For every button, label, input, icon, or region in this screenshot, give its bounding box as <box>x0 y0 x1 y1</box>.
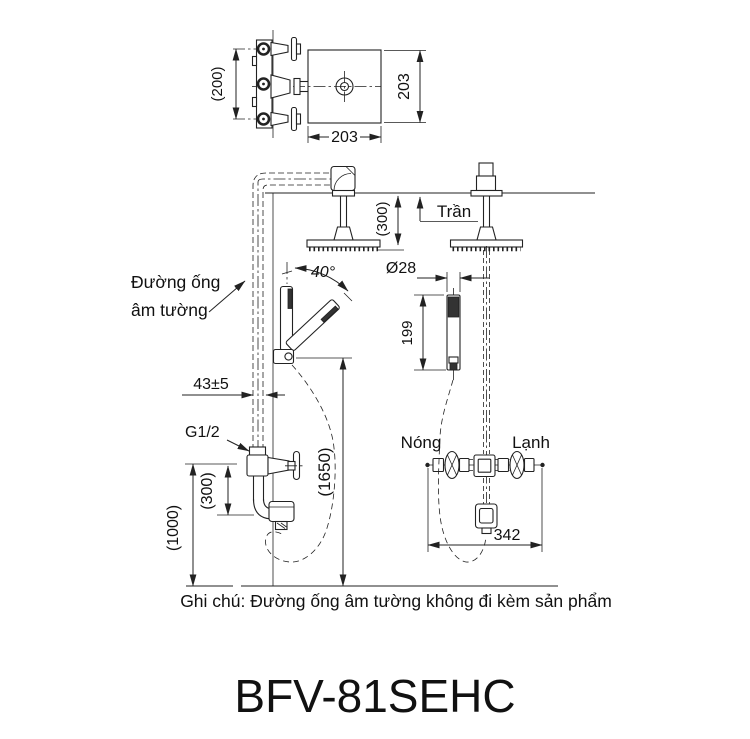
ceiling-label: Trần <box>416 196 478 222</box>
front-elevation: Ø28 199 <box>386 162 550 563</box>
plan-head-outlet-outer <box>335 77 354 96</box>
dim-text-supply-center-span: 342 <box>494 527 521 544</box>
plan-head-outlet-inner <box>339 81 350 92</box>
dim-text-valve-spout-gap: (300) <box>199 472 216 509</box>
dim-valve-height: (1000) <box>165 463 237 587</box>
shower-hose-side <box>265 364 336 563</box>
concealed-pipe-label: Đường ống âm tường <box>131 272 246 320</box>
shower-hose-front <box>438 379 487 563</box>
hand-shower-front <box>446 288 461 380</box>
mixer-valve-side <box>246 446 303 481</box>
dim-plan-width: 203 <box>307 126 382 146</box>
thread-label-text: G1/2 <box>185 424 220 441</box>
model-title: BFV-81SEHC <box>234 670 515 722</box>
dim-supply-center-span: 342 <box>427 468 543 552</box>
dim-text-swivel-angle: 40° <box>311 264 336 281</box>
side-elevation: 40° Đường ống âm tường 43±5 G1/2 <box>131 165 478 587</box>
plan-center-outlet <box>270 74 308 99</box>
dim-swivel-angle: 40° <box>281 264 353 302</box>
plan-supply-ports <box>256 42 271 126</box>
dim-text-plan-depth: 203 <box>396 73 413 100</box>
concealed-pipe-label-line2: âm tường <box>131 300 208 320</box>
concealed-pipe <box>252 172 331 452</box>
plan-handle-bottom <box>270 106 302 132</box>
dim-hand-shower-length: 199 <box>399 294 446 371</box>
hot-label: Nóng <box>401 433 442 452</box>
plan-view: (200) 203 203 <box>209 30 426 146</box>
dim-column-height: (1650) <box>296 357 352 587</box>
dim-hand-shower-diameter: Ø28 <box>386 260 489 292</box>
ceiling-elbow <box>330 165 356 197</box>
cold-label: Lạnh <box>512 433 550 452</box>
thread-label: G1/2 <box>185 424 250 452</box>
dim-text-column-height: (1650) <box>315 447 334 496</box>
dim-text-plan-width: 203 <box>331 129 358 146</box>
cold-union <box>497 450 535 480</box>
spout-front <box>474 503 498 535</box>
dim-plan-valve-span: (200) <box>209 48 257 120</box>
dim-text-pipe-wall-offset: 43±5 <box>193 376 229 393</box>
dim-text-ceiling-drop: (300) <box>374 201 391 236</box>
concealed-pipe-label-line1: Đường ống <box>131 272 220 292</box>
ceiling-fitting-front <box>470 162 503 197</box>
mixer-valve-front <box>425 450 545 480</box>
spout-side <box>252 476 295 531</box>
hand-shower-swivelled <box>285 299 340 351</box>
hand-shower-side <box>272 262 340 365</box>
dim-pipe-wall-offset: 43±5 <box>182 376 285 399</box>
plan-handle-top <box>270 36 302 62</box>
dim-text-valve-height: (1000) <box>165 505 182 551</box>
dim-text-hand-shower-diameter: Ø28 <box>386 260 416 277</box>
dim-valve-spout-gap: (300) <box>199 465 254 516</box>
dim-text-plan-valve-span: (200) <box>209 66 226 101</box>
dim-ceiling-drop: (300) <box>374 195 404 251</box>
hand-shower-holder <box>272 348 295 365</box>
plan-backplate-notch-bottom <box>251 96 258 108</box>
plan-backplate-notch-top <box>251 55 258 67</box>
hot-union <box>432 450 470 480</box>
rain-shower-head-side <box>306 196 381 252</box>
rain-shower-head-front <box>449 196 524 252</box>
dim-plan-depth: 203 <box>384 50 426 123</box>
ceiling-label-text: Trần <box>437 202 471 221</box>
note-text: Ghi chú: Đường ống âm tường không đi kèm… <box>180 591 612 611</box>
dim-text-hand-shower-length: 199 <box>399 320 416 345</box>
